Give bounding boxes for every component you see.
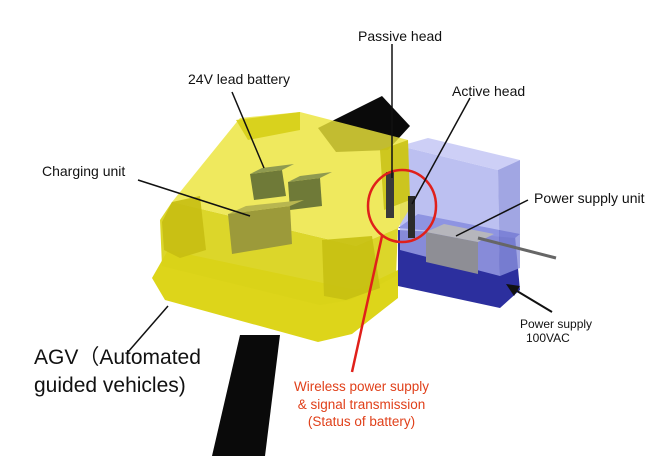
- active-head: [408, 196, 415, 238]
- charging-unit-block: [228, 206, 292, 254]
- battery-left-top: [250, 164, 294, 174]
- active-head-label: Active head: [452, 83, 526, 99]
- lead-battery-label: 24V lead battery: [188, 71, 290, 87]
- power-supply-inner-block-top: [426, 224, 494, 242]
- wireless-label-line2: & signal transmission: [297, 396, 426, 412]
- wireless-leader-line: [350, 235, 384, 373]
- ac-cable: [477, 236, 557, 260]
- lead-battery-leader: [231, 91, 265, 169]
- power-supply-box-side: [498, 160, 520, 276]
- wireless-highlight-circle: [366, 168, 438, 244]
- wireless-label: Wireless power supply & signal transmiss…: [294, 378, 429, 431]
- passive-head: [386, 172, 394, 218]
- battery-right-top: [288, 172, 332, 182]
- power-supply-ac-line2: 100VAC: [526, 330, 570, 345]
- agv-corner-post-right: [322, 236, 380, 300]
- agv-corner-post-left: [162, 196, 206, 258]
- power-supply-inner-block: [426, 232, 478, 274]
- charging-unit-leader: [137, 179, 251, 217]
- wireless-label-line1: Wireless power supply: [294, 379, 430, 394]
- power-supply-ac-label: Power supply 100VAC: [520, 317, 593, 346]
- power-supply-ac-line1: Power supply: [520, 317, 593, 331]
- battery-left: [250, 170, 286, 200]
- ac-arrow-shaft: [511, 287, 553, 313]
- active-head-leader: [411, 97, 471, 205]
- guide-track: [212, 335, 280, 456]
- charging-unit-label: Charging unit: [42, 163, 126, 179]
- agv-label-line2: guided vehicles): [34, 374, 186, 398]
- power-supply-unit-leader: [455, 199, 529, 237]
- agv-wall-back: [236, 112, 300, 140]
- agv-label-line1: AGV（Automated: [34, 346, 201, 369]
- agv-label: AGV（Automated guided vehicles): [34, 344, 201, 401]
- charging-unit-top: [228, 200, 304, 214]
- power-supply-unit-label: Power supply unit: [534, 190, 645, 206]
- passive-head-label: Passive head: [358, 28, 443, 44]
- ac-arrow-head: [506, 284, 520, 296]
- power-supply-box-top: [400, 138, 520, 170]
- agv-leader: [127, 305, 169, 353]
- battery-right: [288, 178, 322, 210]
- wireless-label-line3: (Status of battery): [307, 414, 416, 430]
